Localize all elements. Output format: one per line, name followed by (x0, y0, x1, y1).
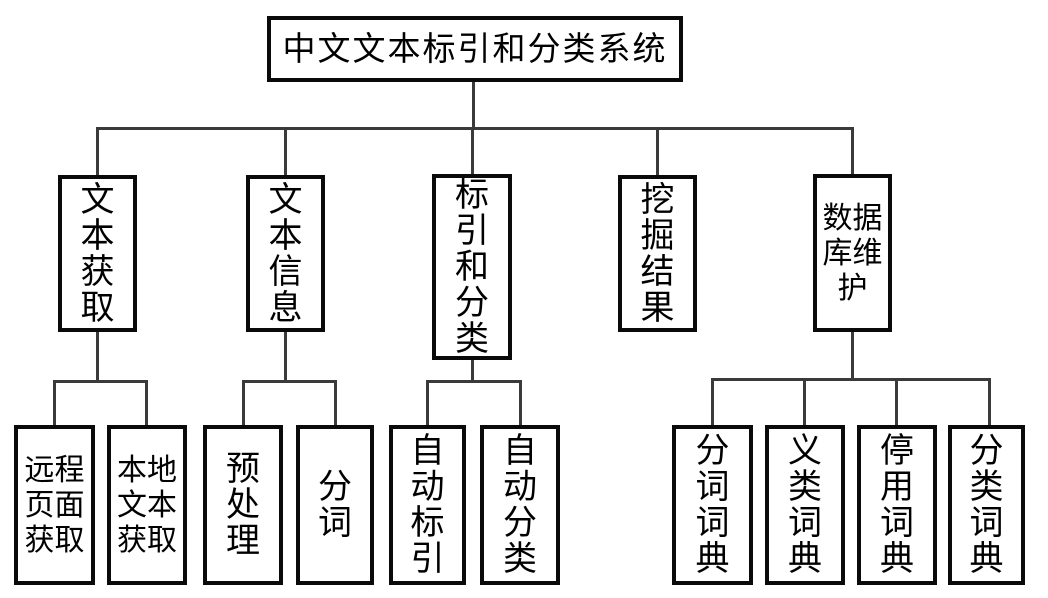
connector-stub-stopword-dict (895, 379, 898, 425)
connector-bus-indexing (426, 380, 522, 383)
connector-drop-indexing (471, 360, 474, 382)
leaf-node-auto-indexing: 自 动 标 引 (389, 425, 466, 585)
branch-node-db-maintenance: 数据 库维 护 (813, 174, 892, 332)
leaf-label: 停 用 词 典 (880, 431, 914, 579)
leaf-label: 义 类 词 典 (788, 431, 822, 579)
leaf-node-auto-classification: 自 动 分 类 (480, 425, 560, 585)
branch-label: 文 本 获 取 (80, 179, 115, 328)
leaf-node-segmentation-dictionary: 分 词 词 典 (672, 425, 753, 585)
connector-drop-text-info (284, 332, 287, 382)
connector-stub-seg-dict (711, 379, 714, 425)
branch-node-mining-results: 挖 掘 结 果 (618, 175, 697, 332)
leaf-label: 远程 页面 获取 (24, 452, 85, 558)
connector-drop-text-acquisition (96, 332, 99, 382)
connector-stub-mining-results (656, 128, 659, 175)
leaf-label: 预 处 理 (226, 449, 260, 561)
connector-drop-db-maintenance (851, 332, 854, 380)
connector-bus-db-maintenance (711, 378, 991, 381)
branch-label: 文 本 信 息 (268, 179, 303, 328)
leaf-label: 自 动 标 引 (410, 431, 445, 579)
connector-stub-local-text (145, 381, 148, 425)
leaf-node-local-text-fetch: 本地 文本 获取 (107, 425, 187, 585)
connector-stub-semantic-dict (803, 379, 806, 425)
connector-stub-class-dict (988, 379, 991, 425)
connector-level2-bus (96, 127, 854, 130)
leaf-node-preprocessing: 预 处 理 (203, 425, 283, 585)
leaf-label: 本地 文本 获取 (117, 452, 177, 558)
leaf-label: 分 类 词 典 (969, 431, 1004, 579)
leaf-node-word-segmentation: 分 词 (296, 425, 374, 585)
connector-stub-preprocess (242, 381, 245, 425)
connector-stub-segmentation (334, 381, 337, 425)
connector-stub-auto-index (426, 381, 429, 425)
connector-bus-text-info (242, 380, 337, 383)
connector-stub-text-info (284, 128, 287, 175)
branch-label: 数据 库维 护 (822, 200, 883, 306)
leaf-node-remote-page-fetch: 远程 页面 获取 (14, 425, 95, 585)
connector-bus-text-acquisition (53, 380, 148, 383)
connector-root-drop (472, 82, 475, 129)
leaf-node-stopword-dictionary: 停 用 词 典 (857, 425, 937, 585)
leaf-label: 自 动 分 类 (503, 431, 537, 579)
connector-stub-db-maintenance (851, 128, 854, 175)
connector-stub-indexing (471, 128, 474, 175)
root-node-label: 中文文本标引和分类系统 (282, 29, 668, 68)
leaf-node-classification-dictionary: 分 类 词 典 (948, 425, 1025, 585)
connector-stub-remote-page (53, 381, 56, 425)
branch-label: 标 引 和 分 类 (455, 175, 489, 359)
branch-node-text-acquisition: 文 本 获 取 (58, 175, 137, 332)
branch-label: 挖 掘 结 果 (640, 179, 675, 328)
branch-node-indexing-classification: 标 引 和 分 类 (432, 174, 512, 360)
leaf-label: 分 词 (318, 467, 352, 543)
leaf-label: 分 词 词 典 (695, 431, 730, 579)
connector-stub-auto-classify (519, 381, 522, 425)
root-node-system: 中文文本标引和分类系统 (267, 16, 683, 82)
connector-stub-text-acquisition (96, 128, 99, 175)
leaf-node-semantic-dictionary: 义 类 词 典 (765, 425, 845, 585)
branch-node-text-info: 文 本 信 息 (246, 175, 325, 332)
